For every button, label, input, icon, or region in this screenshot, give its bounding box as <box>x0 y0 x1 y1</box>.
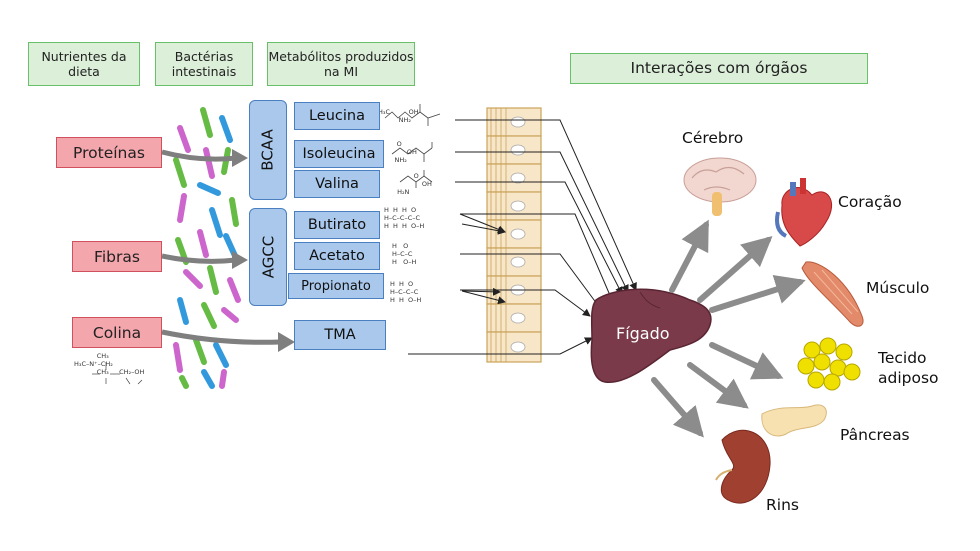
header-nutrients: Nutrientes da dieta <box>28 42 140 86</box>
bacteria-cluster <box>173 107 241 389</box>
metabolite-label: Valina <box>315 176 359 192</box>
butyrate-formula: H H H O H–C–C–C–C H H H O–H <box>384 206 425 230</box>
valine-formula: O OH H₂N <box>397 172 432 196</box>
choline-formula: CH₃ H₃C–N⁺–CH₂ CH₃ CH₂–OH <box>74 352 145 376</box>
liver-to-organ-arrows <box>651 219 806 438</box>
propionate-formula: H H O H–C–C–C H H O–H <box>390 280 422 304</box>
organ-label-pancreas: Pâncreas <box>840 426 910 444</box>
metabolite-tma: TMA <box>294 320 386 350</box>
metabolite-leucina: Leucina <box>294 102 380 130</box>
organ-label-heart: Coração <box>838 193 902 211</box>
nutrient-label: Proteínas <box>73 143 145 162</box>
metabolite-to-liver-arrows <box>408 119 637 355</box>
nutrient-proteinas: Proteínas <box>56 137 162 168</box>
adipose-icon <box>797 337 861 391</box>
nutrient-label: Colina <box>92 323 142 342</box>
organ-label-muscle: Músculo <box>866 279 930 297</box>
metabolite-valina: Valina <box>294 170 380 198</box>
group-bcaa: BCAA <box>249 100 287 200</box>
group-agcc-label: AGCC <box>259 235 278 279</box>
nutrient-label: Fibras <box>94 247 140 266</box>
header-interactions-label: Interações com órgãos <box>630 59 808 77</box>
group-bcaa-label: BCAA <box>259 129 278 171</box>
header-nutrients-label: Nutrientes da dieta <box>41 49 127 79</box>
liver-shape <box>590 288 712 383</box>
nutrient-colina: Colina <box>72 317 162 348</box>
choline-structure <box>92 362 143 385</box>
liver-label: Fígado <box>616 324 670 343</box>
organ-label-adipose-line1: Tecido <box>878 349 927 367</box>
acetate-formula: H O H–C–C H O–H <box>392 242 417 266</box>
leucine-formula: H₃C OH NH₂ <box>378 108 419 124</box>
isoleucine-formula: O OH NH₂ <box>394 140 417 164</box>
metabolite-label: Propionato <box>301 278 371 294</box>
organ-label-adipose: Tecido adiposo <box>878 348 939 388</box>
organ-label-brain: Cérebro <box>682 129 744 147</box>
header-interactions: Interações com órgãos <box>570 53 868 84</box>
organ-label-adipose-line2: adiposo <box>878 369 939 387</box>
metabolite-label: Leucina <box>308 108 365 124</box>
organ-label-kidney: Rins <box>766 496 799 514</box>
header-bacteria-label: Bactérias intestinais <box>171 49 237 79</box>
nutrient-fibras: Fibras <box>72 241 162 272</box>
pancreas-icon <box>761 404 827 437</box>
amino-acid-structures <box>384 104 441 188</box>
heart-icon <box>775 178 833 247</box>
header-metabolites-label: Metabólitos produzidos na MI <box>268 49 414 79</box>
metabolite-isoleucina: Isoleucina <box>294 140 384 168</box>
metabolite-butirato: Butirato <box>294 211 380 239</box>
brain-icon <box>683 157 757 216</box>
header-metabolites: Metabólitos produzidos na MI <box>267 42 415 86</box>
nutrient-arrows <box>161 149 281 345</box>
group-agcc: AGCC <box>249 208 287 306</box>
metabolite-label: Acetato <box>309 248 365 264</box>
metabolite-label: TMA <box>324 327 356 343</box>
metabolite-acetato: Acetato <box>294 242 380 270</box>
muscle-icon <box>801 261 864 327</box>
metabolite-propionato: Propionato <box>288 273 384 299</box>
metabolite-label: Isoleucina <box>302 146 376 162</box>
kidney-icon <box>715 429 771 504</box>
header-bacteria: Bactérias intestinais <box>155 42 253 86</box>
metabolite-label: Butirato <box>307 217 367 233</box>
